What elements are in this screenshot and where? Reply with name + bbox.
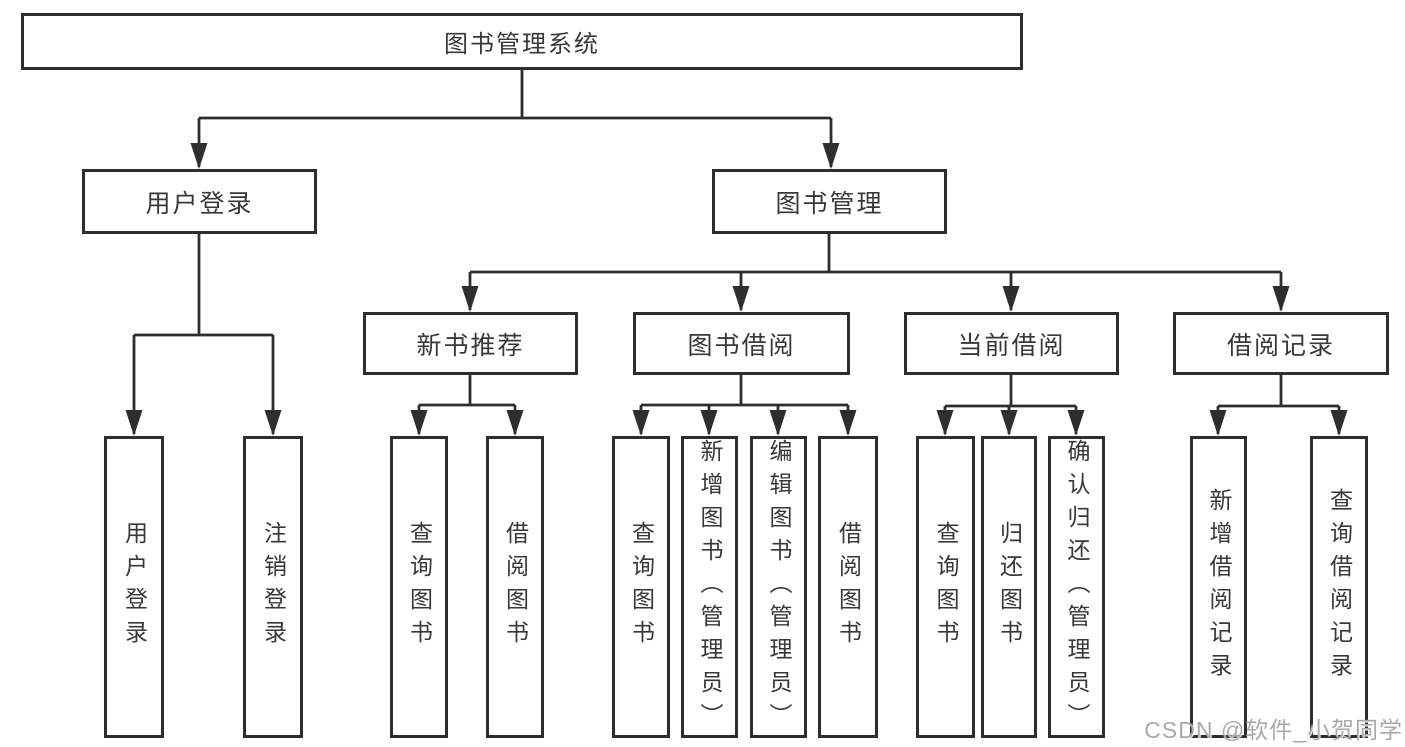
node-label: 归还图书 <box>996 521 1023 653</box>
node-label: 新增借阅记录 <box>1206 488 1232 686</box>
node-label: 查询图书 <box>933 521 959 653</box>
leaf-add-book-admin: 新增图书（管理员） <box>681 436 738 738</box>
node-label: 图书管理系统 <box>444 31 600 58</box>
leaf-query-book-2: 查询图书 <box>612 436 670 738</box>
leaf-query-book-3: 查询图书 <box>916 436 975 738</box>
node-book-management: 图书管理 <box>712 169 947 234</box>
node-label: 编辑图书（管理员） <box>766 438 792 736</box>
leaf-borrow-book-1: 借阅图书 <box>486 436 544 738</box>
node-book-borrow: 图书借阅 <box>633 312 850 375</box>
leaf-add-borrow-record: 新增借阅记录 <box>1190 436 1247 738</box>
node-label: 借阅图书 <box>835 521 862 653</box>
leaf-query-borrow-record: 查询借阅记录 <box>1310 436 1368 738</box>
node-label: 用户登录 <box>145 189 254 218</box>
node-label: 图书管理 <box>775 189 884 218</box>
node-label: 新书推荐 <box>416 331 525 360</box>
leaf-return-book: 归还图书 <box>981 436 1037 738</box>
node-current-borrow: 当前借阅 <box>904 312 1119 375</box>
node-label: 查询图书 <box>406 521 433 653</box>
node-label: 借阅记录 <box>1226 331 1335 360</box>
leaf-user-login: 用户登录 <box>104 436 164 738</box>
leaf-borrow-book-2: 借阅图书 <box>818 436 878 738</box>
node-label: 当前借阅 <box>957 331 1066 360</box>
leaf-query-book-1: 查询图书 <box>390 436 448 738</box>
node-label: 新增图书（管理员） <box>697 438 723 736</box>
leaf-logout: 注销登录 <box>243 436 303 738</box>
node-label: 确认归还（管理员） <box>1064 438 1090 736</box>
node-system-root: 图书管理系统 <box>21 13 1023 70</box>
node-label: 图书借阅 <box>687 331 796 360</box>
node-label: 借阅图书 <box>502 521 529 653</box>
node-label: 查询借阅记录 <box>1326 488 1353 686</box>
node-label: 注销登录 <box>260 521 287 653</box>
node-label: 用户登录 <box>121 521 148 653</box>
node-user-login: 用户登录 <box>82 169 317 234</box>
leaf-confirm-return-admin: 确认归还（管理员） <box>1048 436 1105 738</box>
node-new-book-recommend: 新书推荐 <box>363 312 578 375</box>
leaf-edit-book-admin: 编辑图书（管理员） <box>750 436 807 738</box>
node-label: 查询图书 <box>628 521 655 653</box>
node-borrow-record: 借阅记录 <box>1173 312 1389 375</box>
